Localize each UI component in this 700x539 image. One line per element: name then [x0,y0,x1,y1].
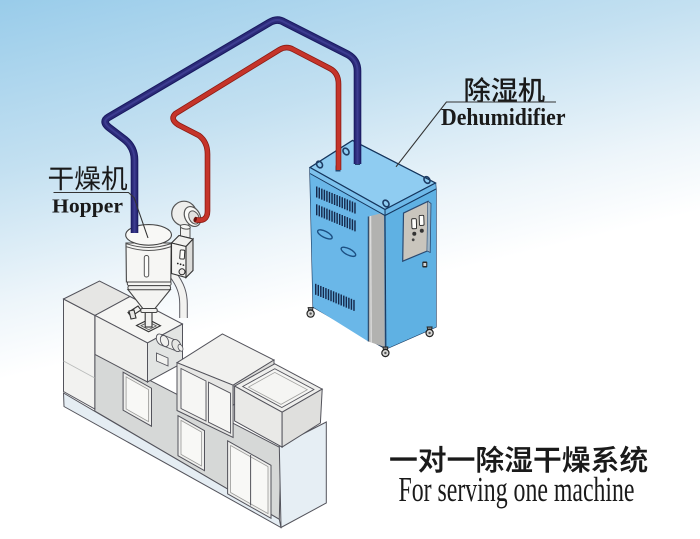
svg-text:Dehumidifier: Dehumidifier [441,104,566,131]
svg-text:For serving one machine: For serving one machine [399,470,635,509]
svg-text:Hopper: Hopper [52,196,123,218]
